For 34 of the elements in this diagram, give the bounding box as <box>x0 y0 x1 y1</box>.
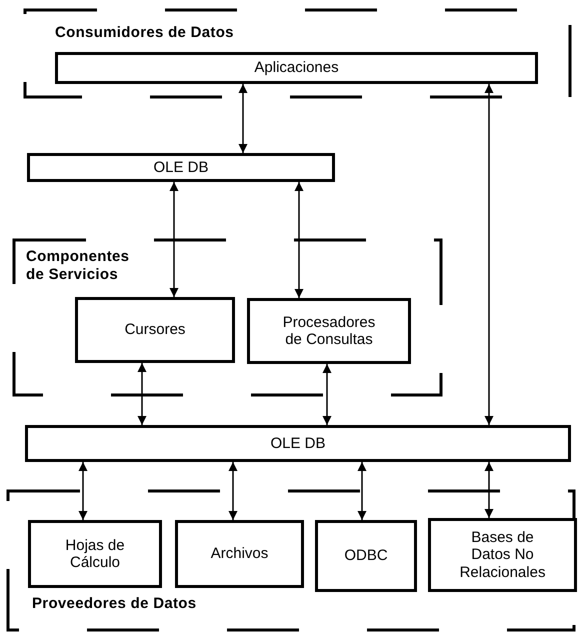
group-frame <box>8 491 574 630</box>
box-label: Bases de Datos No Relacionales <box>460 529 546 581</box>
process-box <box>27 153 335 182</box>
process-box <box>28 520 162 588</box>
arrow <box>358 462 366 520</box>
arrow <box>138 363 146 425</box>
box-label: Procesadores de Consultas <box>282 314 376 348</box>
box-label: ODBC <box>344 547 388 565</box>
box-label: OLE DB <box>270 434 326 452</box>
group-title: Componentes de Servicios <box>26 248 130 284</box>
box-label: Aplicaciones <box>254 59 339 77</box>
arrow <box>228 462 238 520</box>
box-label: Cursores <box>124 321 186 339</box>
process-box <box>25 425 571 462</box>
process-box <box>75 297 235 363</box>
arrow <box>78 462 88 520</box>
process-box <box>247 298 411 364</box>
process-box <box>55 52 538 84</box>
arrow <box>484 84 494 425</box>
box-label: Hojas de Cálculo <box>64 536 126 572</box>
process-box <box>175 520 304 588</box>
box-label: OLE DB <box>153 158 209 176</box>
arrow <box>238 84 248 153</box>
group-frame <box>25 10 570 97</box>
arrow <box>322 364 332 425</box>
process-box <box>428 518 577 592</box>
group-frame <box>14 240 441 395</box>
process-box <box>315 520 417 592</box>
arrow <box>170 182 178 297</box>
arrow <box>294 182 304 298</box>
arrow <box>484 462 494 518</box>
group-title: Proveedores de Datos <box>32 595 196 613</box>
group-title: Consumidores de Datos <box>55 24 234 42</box>
box-label: Archivos <box>210 545 268 563</box>
